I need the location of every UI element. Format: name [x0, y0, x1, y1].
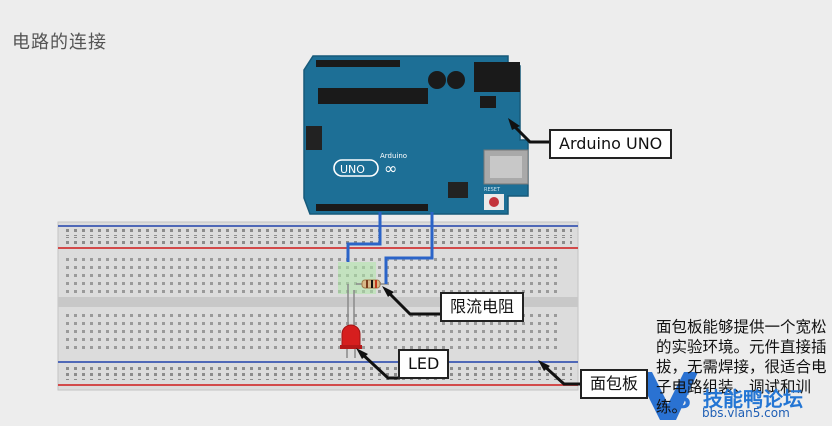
breadboard: [57, 221, 579, 391]
page-title: 电路的连接: [12, 32, 107, 53]
breadboard-label: 面包板: [580, 369, 649, 399]
arduino-label: Arduino UNO: [549, 129, 673, 159]
uno-logo-text: UNO: [340, 163, 365, 176]
breadboard-description: 面包板能够提供一个宽松的实验环境。元件直接插拔，无需焊接，很适合电子电路组装、调…: [656, 318, 827, 416]
arduino-pointer-arrow-icon: [508, 118, 520, 130]
connection-wires: [346, 212, 434, 284]
circuit-components: [338, 262, 386, 358]
watermark-logo-icon: 5: [636, 372, 698, 420]
led-label: LED: [398, 349, 450, 379]
resistor-label: 限流电阻: [440, 292, 525, 322]
arduino-board: RESET UNO ∞ Arduino: [303, 55, 529, 215]
watermark-url: bbs.vlan5.com: [702, 406, 790, 420]
reset-text: RESET: [484, 187, 501, 193]
svg-text:5: 5: [676, 389, 691, 414]
led-pointer-arrow-icon: [356, 348, 368, 359]
infinity-logo-icon: ∞: [384, 159, 397, 178]
watermark-name: 技能鸭论坛: [703, 387, 803, 411]
arduino-logo-text: Arduino: [380, 152, 407, 160]
breadboard-pointer-arrow-icon: [538, 360, 550, 371]
resistor-pointer-arrow-icon: [382, 286, 394, 297]
